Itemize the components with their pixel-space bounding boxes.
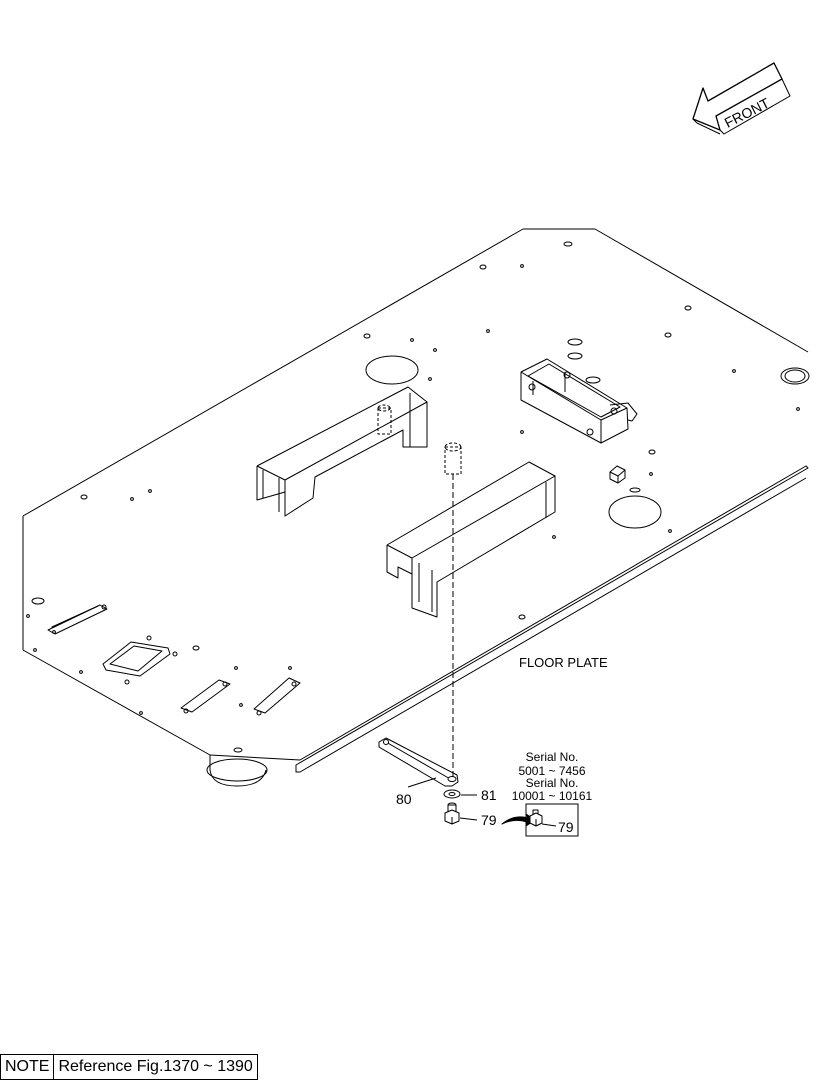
assembly-guide-line xyxy=(444,442,462,778)
washer-part-81 xyxy=(443,789,477,799)
serial-line-3: Serial No. xyxy=(526,776,579,790)
front-arrow-icon xyxy=(692,62,791,135)
plate-round-openings xyxy=(365,355,810,529)
part-80-callout: 80 xyxy=(396,791,412,807)
note-text: Reference Fig.1370 ~ 1390 xyxy=(53,1054,258,1080)
note-table: NOTE Reference Fig.1370 ~ 1390 xyxy=(0,1054,258,1080)
part-79-inset-callout: 79 xyxy=(558,819,574,835)
floor-plate-outline xyxy=(22,228,809,773)
plate-slots xyxy=(47,604,301,716)
serial-line-4: 10001 ~ 10161 xyxy=(512,789,593,803)
part-81-callout: 81 xyxy=(481,787,497,803)
part-79-callout: 79 xyxy=(481,812,497,828)
rear-channel-bracket xyxy=(256,386,428,517)
bolt-part-79 xyxy=(444,802,478,825)
plate-holes xyxy=(26,241,800,753)
plate-foot xyxy=(206,758,268,787)
floor-plate-label: FLOOR PLATE xyxy=(519,655,608,670)
note-label: NOTE xyxy=(0,1054,55,1080)
ground-strap-part-80 xyxy=(378,737,459,788)
serial-line-2: 5001 ~ 7456 xyxy=(518,764,585,778)
serial-inset-box xyxy=(525,803,579,837)
front-channel-bracket xyxy=(386,461,556,618)
box-bracket xyxy=(520,358,638,484)
serial-line-1: Serial No. xyxy=(526,750,579,764)
